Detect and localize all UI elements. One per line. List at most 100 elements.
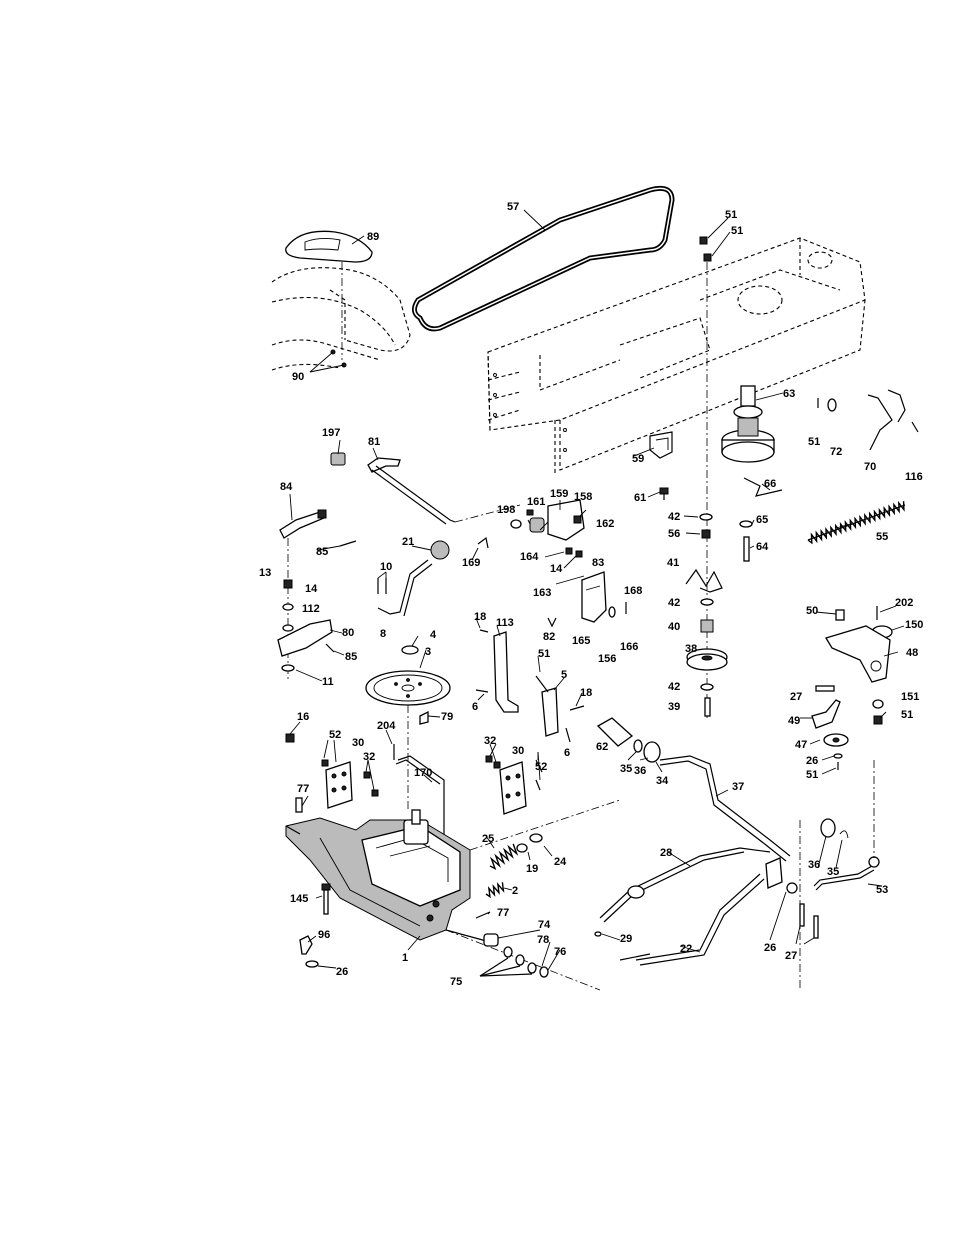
label-51: 51 [901,709,913,721]
label-27: 27 [785,950,797,962]
label-38: 38 [685,643,697,655]
label-70: 70 [864,461,876,473]
label-56: 56 [668,528,680,540]
label-77: 77 [497,907,509,919]
body-outline [271,267,411,371]
label-42: 42 [668,681,680,693]
label-30: 30 [352,737,364,749]
part-169-clip [477,536,489,549]
label-28: 28 [660,847,672,859]
label-197: 197 [322,427,340,439]
spring-coil [489,843,519,871]
part-77-pin-upper [295,797,303,813]
spring-coil [807,500,905,545]
label-50: 50 [806,605,818,617]
label-164: 164 [520,551,539,563]
label-26: 26 [806,755,818,767]
label-51: 51 [731,225,743,237]
label-52: 52 [329,729,341,741]
label-85: 85 [345,651,357,663]
right-plate-30 [485,755,543,815]
label-79: 79 [441,711,453,723]
label-161: 161 [527,496,545,508]
label-113: 113 [496,617,514,629]
label-72: 72 [830,446,842,458]
part-labels: 57 51 51 89 90 63 51 72 70 116 197 81 59… [259,201,923,988]
label-151: 151 [901,691,919,703]
label-35: 35 [620,763,632,775]
part-61-bolt [659,487,669,500]
label-14: 14 [305,583,318,595]
label-27: 27 [790,691,802,703]
label-166: 166 [620,641,638,653]
label-6: 6 [472,701,478,713]
label-10: 10 [380,561,392,573]
label-89: 89 [367,231,379,243]
label-158: 158 [574,491,592,503]
label-78: 78 [537,934,549,946]
label-116: 116 [905,471,923,483]
label-24: 24 [554,856,567,868]
label-21: 21 [402,536,414,548]
part-1-transaxle [285,799,621,991]
part-5-bracket [535,675,585,743]
label-42: 42 [668,597,680,609]
label-82: 82 [543,631,555,643]
lower-right-pivot [765,820,819,990]
part-113-bracket [475,629,519,713]
label-18: 18 [474,611,486,623]
label-19: 19 [526,863,538,875]
label-170: 170 [414,767,432,779]
label-16: 16 [297,711,309,723]
label-90: 90 [292,371,304,383]
label-3: 3 [425,646,431,658]
washer-75-group [479,933,549,978]
spring-25-group [485,833,543,899]
part-66-bracket [743,477,783,497]
part-41-bracket [685,568,723,593]
label-18: 18 [580,687,592,699]
label-35: 35 [827,866,839,878]
left-plate-30 [285,733,379,809]
part-79-key [419,710,429,725]
label-6: 6 [564,747,570,759]
label-29: 29 [620,933,632,945]
part-96-fitting [299,935,319,968]
label-30: 30 [512,745,524,757]
part-62-tube [596,717,661,763]
label-40: 40 [668,621,680,633]
label-163: 163 [533,587,551,599]
part-51-nuts-top [699,236,712,720]
label-39: 39 [668,701,680,713]
label-165: 165 [572,635,590,647]
label-77: 77 [297,783,309,795]
label-202: 202 [895,597,913,609]
label-169: 169 [462,557,480,569]
right-idler-bracket [811,606,893,770]
label-41: 41 [667,557,679,569]
part-57-belt [412,185,675,332]
chassis-frame [487,237,866,475]
label-80: 80 [342,627,354,639]
part-85-pins [325,540,357,653]
label-51: 51 [806,769,818,781]
label-55: 55 [876,531,888,543]
leader-lines [289,209,905,971]
part-28-22-rods [594,847,771,966]
label-34: 34 [656,775,669,787]
right-top-small-parts [817,389,919,451]
label-22: 22 [680,943,692,955]
label-25: 25 [482,833,494,845]
label-32: 32 [363,751,375,763]
label-145: 145 [290,893,308,905]
label-96: 96 [318,929,330,941]
label-63: 63 [783,388,795,400]
label-64: 64 [756,541,769,553]
label-36: 36 [808,859,820,871]
label-84: 84 [280,481,293,493]
label-36: 36 [634,765,646,777]
left-bracket-stack [277,579,333,672]
label-62: 62 [596,741,608,753]
label-37: 37 [732,781,744,793]
